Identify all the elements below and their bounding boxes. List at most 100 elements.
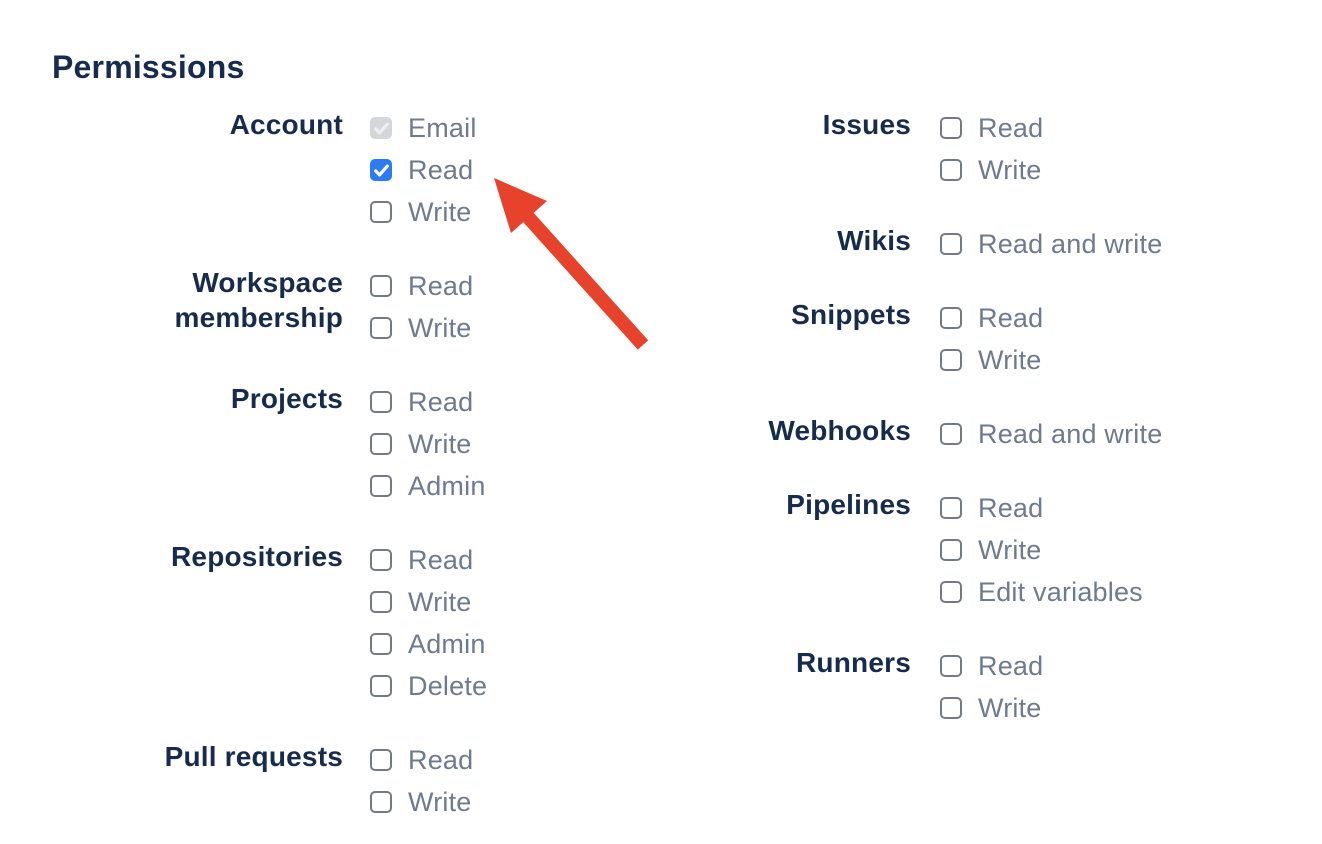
repositories-read-option[interactable]: Read — [370, 544, 487, 575]
repositories-delete-label: Delete — [408, 670, 488, 701]
workspace-membership-write-label: Write — [408, 312, 472, 343]
issues-read-checkbox[interactable] — [940, 117, 962, 139]
workspace-membership-write-checkbox[interactable] — [370, 317, 392, 339]
account-write-checkbox[interactable] — [370, 201, 392, 223]
snippets-write-option[interactable]: Write — [940, 344, 1043, 375]
snippets-read-checkbox[interactable] — [940, 307, 962, 329]
webhooks-read-and-write-checkbox[interactable] — [940, 423, 962, 445]
projects-admin-checkbox[interactable] — [370, 475, 392, 497]
issues-read-option[interactable]: Read — [940, 112, 1044, 143]
wikis-read-and-write-checkbox[interactable] — [940, 233, 962, 255]
runners-write-option[interactable]: Write — [940, 692, 1043, 723]
repositories-admin-option[interactable]: Admin — [370, 628, 487, 659]
repositories-read-label: Read — [408, 544, 474, 575]
pipelines-read-label: Read — [978, 492, 1044, 523]
runners-read-checkbox[interactable] — [940, 655, 962, 677]
projects-admin-label: Admin — [408, 470, 486, 501]
repositories-delete-option[interactable]: Delete — [370, 670, 488, 701]
workspace-membership-read-option[interactable]: Read — [370, 270, 474, 301]
pipelines-write-checkbox[interactable] — [940, 539, 962, 561]
issues-write-checkbox[interactable] — [940, 159, 962, 181]
snippets-write-label: Write — [978, 344, 1042, 375]
workspace-membership-read-checkbox[interactable] — [370, 275, 392, 297]
pull-requests-read-option[interactable]: Read — [370, 744, 474, 775]
projects-read-option[interactable]: Read — [370, 386, 486, 417]
runners-write-label: Write — [978, 692, 1042, 723]
account-write-label: Write — [408, 196, 472, 227]
pipelines-write-option[interactable]: Write — [940, 534, 1143, 565]
webhooks-read-and-write-option[interactable]: Read and write — [940, 418, 1163, 449]
pipelines-write-label: Write — [978, 534, 1042, 565]
pull-requests-read-label: Read — [408, 744, 474, 775]
projects-read-label: Read — [408, 386, 474, 417]
repositories-admin-checkbox[interactable] — [370, 633, 392, 655]
repositories-delete-checkbox[interactable] — [370, 675, 392, 697]
pipelines-read-checkbox[interactable] — [940, 497, 962, 519]
snippets-read-label: Read — [978, 302, 1044, 333]
pull-requests-read-checkbox[interactable] — [370, 749, 392, 771]
repositories-write-option[interactable]: Write — [370, 586, 487, 617]
pull-requests-write-checkbox[interactable] — [370, 791, 392, 813]
account-write-option[interactable]: Write — [370, 196, 477, 227]
pipelines-edit-variables-checkbox[interactable] — [940, 581, 962, 603]
account-email-label: Email — [408, 112, 477, 143]
issues-write-option[interactable]: Write — [940, 154, 1043, 185]
projects-write-option[interactable]: Write — [370, 428, 486, 459]
webhooks-read-and-write-label: Read and write — [978, 418, 1163, 449]
projects-admin-option[interactable]: Admin — [370, 470, 486, 501]
wikis-read-and-write-label: Read and write — [978, 228, 1163, 259]
page-title: Permissions — [52, 49, 245, 85]
account-read-label: Read — [408, 154, 474, 185]
pipelines-edit-variables-option[interactable]: Edit variables — [940, 576, 1143, 607]
pull-requests-write-option[interactable]: Write — [370, 786, 473, 817]
pipelines-edit-variables-label: Edit variables — [978, 576, 1143, 607]
permission-options-wikis: Read and write — [940, 228, 1163, 259]
workspace-membership-write-option[interactable]: Write — [370, 312, 473, 343]
repositories-admin-label: Admin — [408, 628, 486, 659]
runners-write-checkbox[interactable] — [940, 697, 962, 719]
repositories-write-label: Write — [408, 586, 472, 617]
runners-read-option[interactable]: Read — [940, 650, 1044, 681]
account-email-option: Email — [370, 112, 477, 143]
pipelines-read-option[interactable]: Read — [940, 492, 1143, 523]
issues-read-label: Read — [978, 112, 1044, 143]
check-icon — [373, 122, 389, 135]
permission-options-webhooks: Read and write — [940, 418, 1163, 449]
runners-read-label: Read — [978, 650, 1044, 681]
snippets-read-option[interactable]: Read — [940, 302, 1044, 333]
check-icon — [373, 164, 389, 177]
repositories-read-checkbox[interactable] — [370, 549, 392, 571]
wikis-read-and-write-option[interactable]: Read and write — [940, 228, 1163, 259]
projects-write-label: Write — [408, 428, 472, 459]
pull-requests-write-label: Write — [408, 786, 472, 817]
account-read-checkbox[interactable] — [370, 159, 392, 181]
repositories-write-checkbox[interactable] — [370, 591, 392, 613]
issues-write-label: Write — [978, 154, 1042, 185]
workspace-membership-read-label: Read — [408, 270, 474, 301]
projects-write-checkbox[interactable] — [370, 433, 392, 455]
account-read-option[interactable]: Read — [370, 154, 477, 185]
snippets-write-checkbox[interactable] — [940, 349, 962, 371]
projects-read-checkbox[interactable] — [370, 391, 392, 413]
